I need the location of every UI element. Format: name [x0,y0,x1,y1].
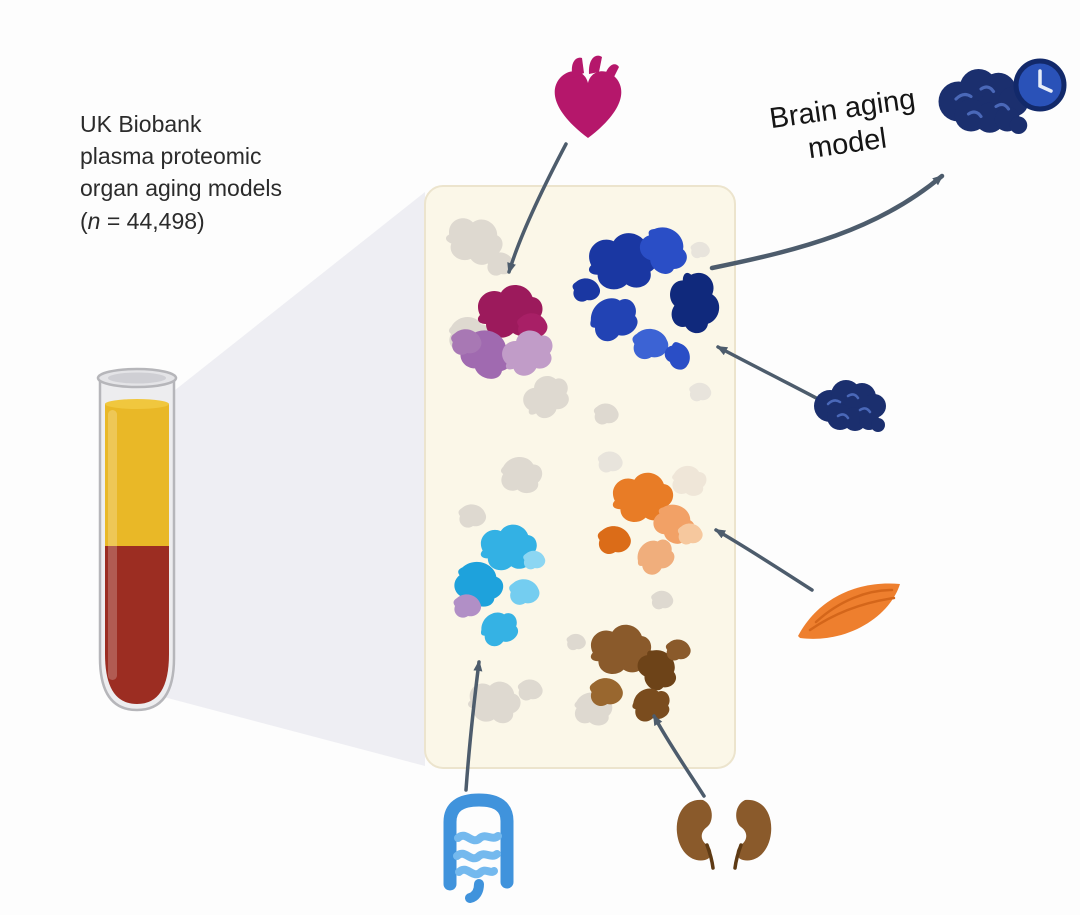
arrow-heart-to-cluster [507,142,568,274]
title-line-3: organ aging models [80,175,283,202]
arrow-brain-to-cluster [716,345,822,402]
title-line-1: UK Biobank [80,111,202,137]
brain-icon [812,378,888,434]
brain-with-clock-icon [936,58,1067,136]
plasma-layer [105,404,169,546]
muscle-icon [798,583,900,639]
title-line-2: plasma proteomic [80,143,262,170]
arrow-kidneys-to-cluster [652,714,706,798]
figure-title: UK Biobank plasma proteomic organ aging … [80,108,282,237]
sample-size: (n = 44,498) [80,207,205,234]
blood-layer [105,546,169,704]
arrow-intestine-to-cluster [464,660,483,792]
arrows [464,142,945,798]
arrow-muscle-to-cluster [714,528,814,592]
magnification-beam [160,192,425,766]
intestine-icon [443,793,514,903]
kidneys-icon [676,799,772,870]
arrow-cluster-to-brain-model [709,173,945,271]
heart-icon [554,55,622,138]
blood-sample-tube [96,367,178,712]
